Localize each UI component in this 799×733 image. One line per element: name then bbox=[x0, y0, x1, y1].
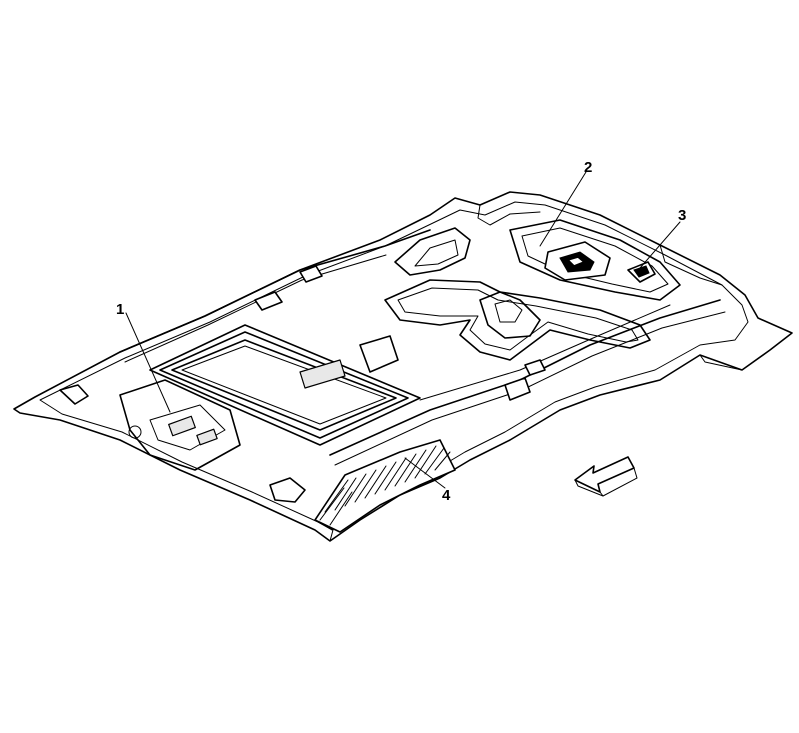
leader-line-1 bbox=[125, 312, 171, 413]
leader-line-4 bbox=[404, 457, 446, 489]
leader-line-2 bbox=[539, 171, 587, 247]
callout-2: 2 bbox=[584, 159, 592, 176]
side-insulation-pad bbox=[314, 439, 456, 533]
callout-3: 3 bbox=[678, 207, 686, 224]
callout-1: 1 bbox=[116, 301, 124, 318]
leader-lines bbox=[125, 171, 681, 489]
side-rails bbox=[119, 229, 726, 466]
sunroof-opening bbox=[149, 324, 421, 446]
callout-4: 4 bbox=[442, 487, 451, 504]
leader-line-3 bbox=[639, 221, 681, 269]
front-direction-arrow-icon bbox=[574, 456, 638, 497]
rear-clip bbox=[627, 261, 656, 283]
center-ribs bbox=[384, 279, 651, 361]
rear-lamp-bracket bbox=[544, 241, 611, 281]
headliner-panel bbox=[13, 191, 793, 542]
front-console-area bbox=[59, 379, 306, 503]
